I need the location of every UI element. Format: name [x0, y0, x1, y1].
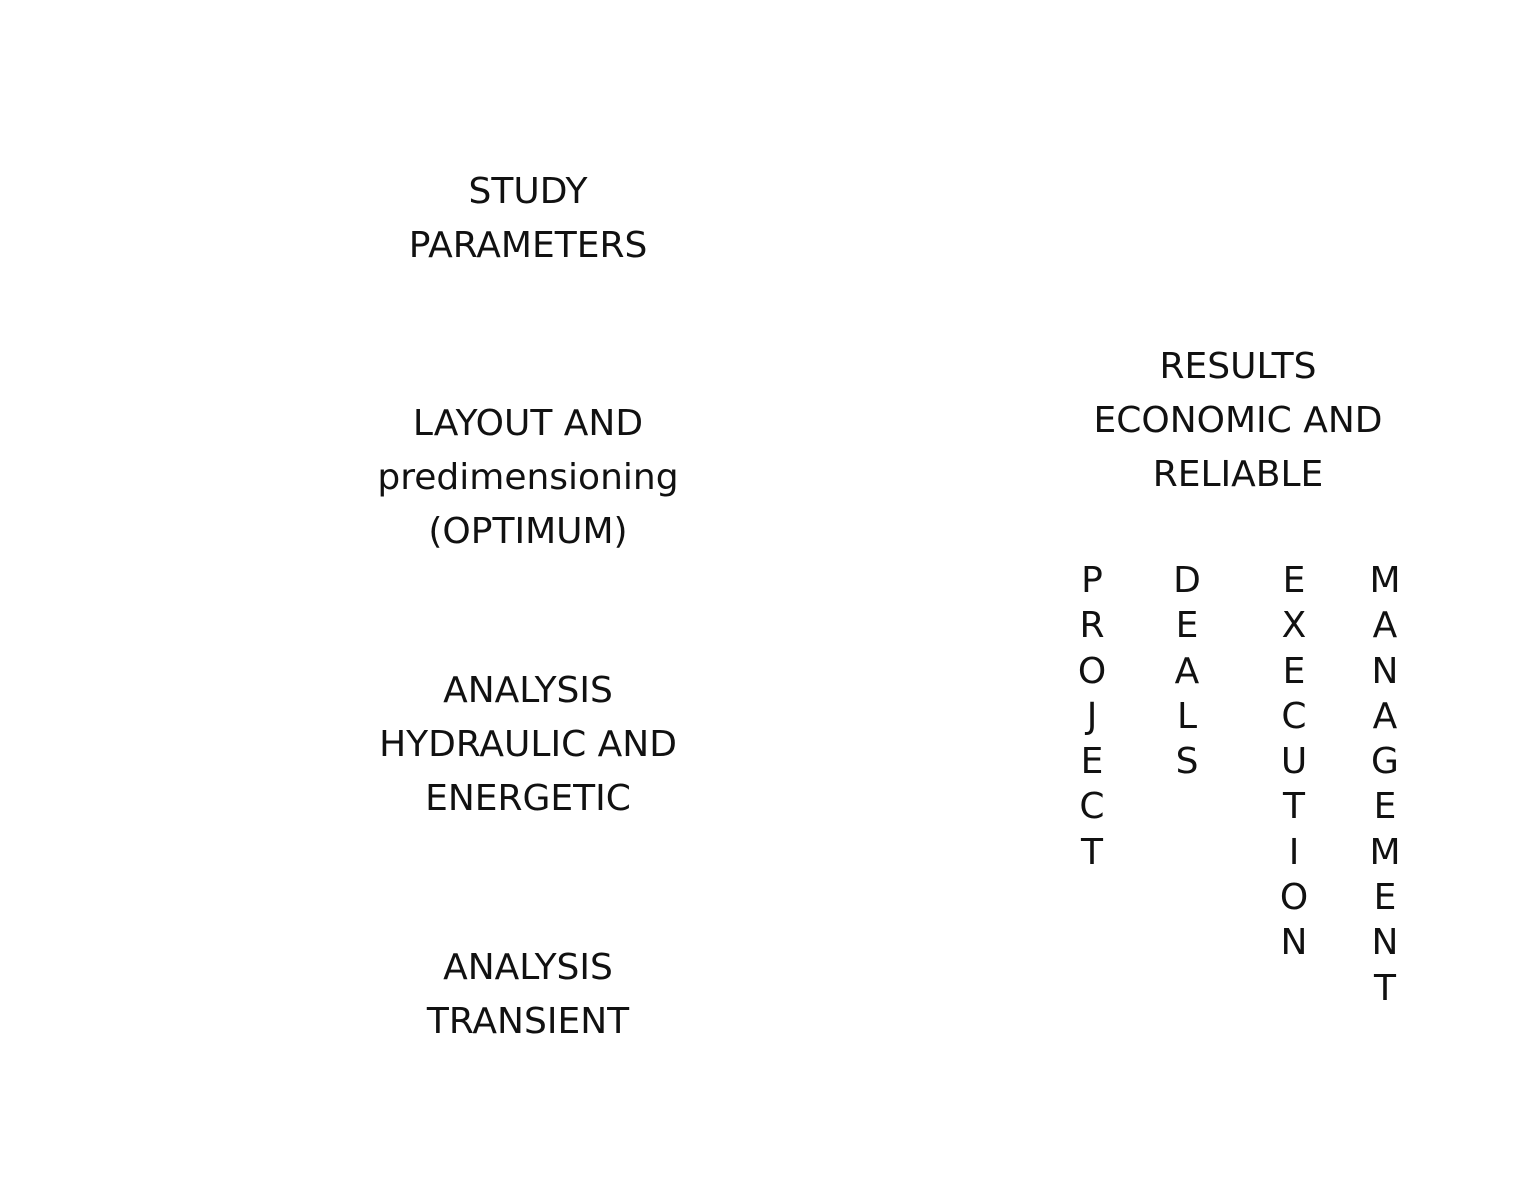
- study-parameters-label: STUDY PARAMETERS: [378, 165, 678, 273]
- transient-line-1: ANALYSIS: [443, 947, 613, 988]
- vertical-word-project-letter: T: [1081, 831, 1103, 873]
- vertical-word-management-letter: M: [1369, 831, 1401, 873]
- vertical-word-project-letter: R: [1079, 605, 1105, 647]
- layout-line-2: predimensioning: [377, 457, 679, 498]
- vertical-word-management-letter: G: [1371, 741, 1399, 783]
- vertical-word-project-letter: C: [1079, 786, 1105, 828]
- vertical-word-execution-letter: U: [1280, 741, 1308, 783]
- vertical-word-project-letter: O: [1077, 650, 1107, 692]
- vertical-word-management-letter: M: [1369, 560, 1401, 601]
- vertical-word-management-letter: E: [1373, 786, 1397, 828]
- results-line-2: ECONOMIC AND: [1093, 400, 1383, 441]
- hydraulic-line-3: ENERGETIC: [425, 778, 631, 819]
- vertical-word-management-letter: A: [1372, 605, 1398, 647]
- vertical-word-deals-letter: E: [1175, 605, 1199, 647]
- vertical-word-execution-letter: E: [1282, 650, 1306, 692]
- vertical-word-deals-letter: L: [1176, 695, 1198, 737]
- layout-predimensioning-label: LAYOUT AND predimensioning (OPTIMUM): [338, 397, 718, 559]
- vertical-word-management-letter: N: [1371, 922, 1399, 964]
- vertical-word-execution-letter: E: [1282, 560, 1306, 601]
- transient-line-2: TRANSIENT: [426, 1001, 630, 1042]
- vertical-word-project-letter: J: [1086, 695, 1098, 737]
- vertical-word-execution-letter: O: [1279, 877, 1309, 919]
- vertical-word-management-letter: E: [1373, 877, 1397, 919]
- vertical-word-execution-letter: X: [1281, 605, 1307, 647]
- vertical-word-management-letter: T: [1374, 967, 1396, 1009]
- study-line-2: PARAMETERS: [408, 225, 648, 266]
- transient-analysis-label: ANALYSIS TRANSIENT: [378, 941, 678, 1049]
- vertical-word-management-letter: A: [1372, 695, 1398, 737]
- hydraulic-line-1: ANALYSIS: [443, 670, 613, 711]
- vertical-word-execution-letter: T: [1283, 786, 1305, 828]
- hydraulic-line-2: HYDRAULIC AND: [379, 724, 677, 765]
- layout-line-1: LAYOUT AND: [412, 403, 644, 444]
- study-line-1: STUDY: [468, 171, 588, 212]
- layout-line-3: (OPTIMUM): [428, 511, 628, 552]
- vertical-word-deals-letter: S: [1175, 741, 1199, 783]
- results-line-3: RELIABLE: [1152, 454, 1324, 495]
- vertical-word-deals-letter: D: [1173, 560, 1201, 601]
- vertical-word-execution-letter: I: [1288, 831, 1300, 873]
- vertical-word-project-letter: P: [1081, 560, 1103, 601]
- hydraulic-analysis-label: ANALYSIS HYDRAULIC AND ENERGETIC: [338, 664, 718, 826]
- vertical-word-deals-letter: A: [1174, 650, 1200, 692]
- results-line-1: RESULTS: [1159, 346, 1317, 387]
- vertical-word-execution-letter: N: [1280, 922, 1308, 964]
- vertical-word-execution-letter: C: [1281, 695, 1307, 737]
- vertical-word-management-letter: N: [1371, 650, 1399, 692]
- vertical-word-project-letter: E: [1080, 741, 1104, 783]
- results-label: RESULTS ECONOMIC AND RELIABLE: [1058, 340, 1418, 502]
